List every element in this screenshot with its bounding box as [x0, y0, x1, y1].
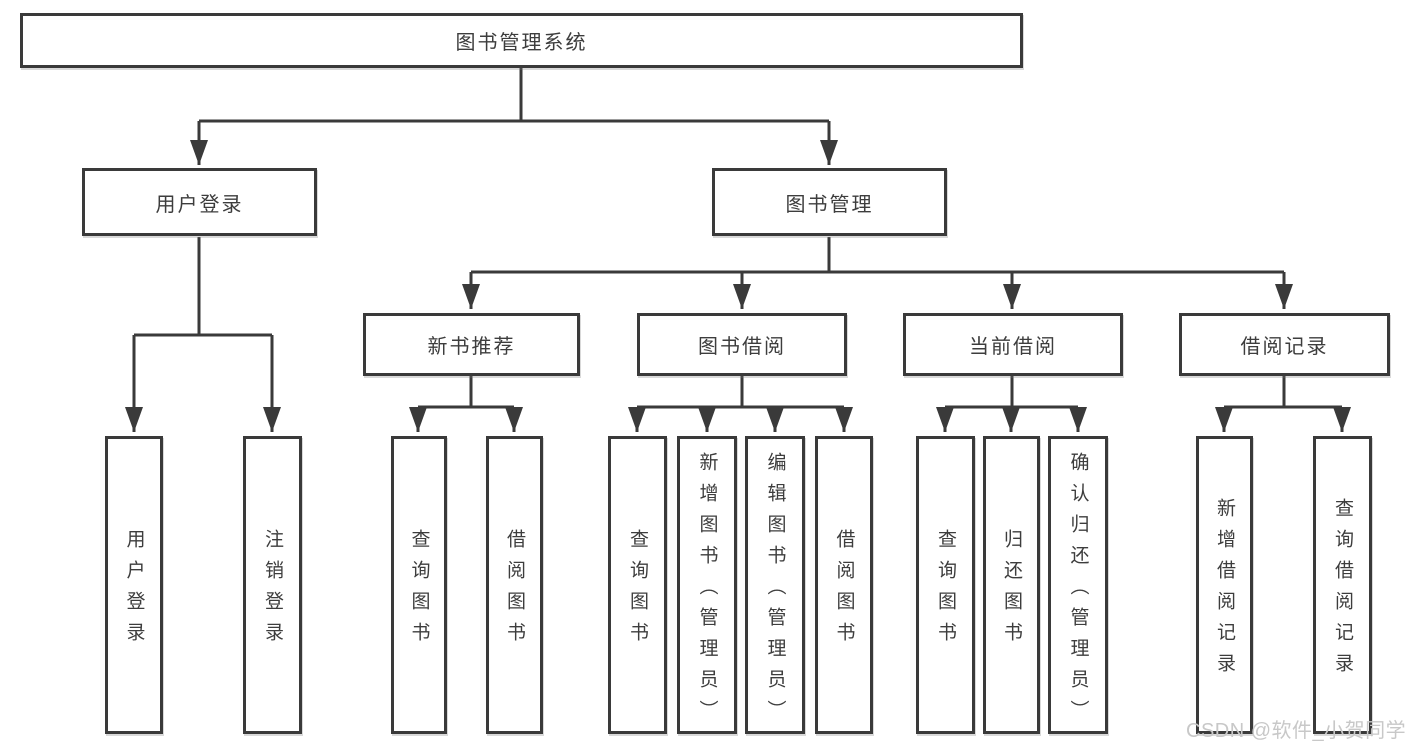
leaf-bb-edit-books: 编辑图书（管理员）	[745, 436, 805, 734]
leaf-nbr-query-books-label: 查询图书	[408, 529, 430, 653]
node-book-management-label: 图书管理	[785, 193, 874, 216]
leaf-logout: 注销登录	[243, 436, 302, 734]
leaf-user-login: 用户登录	[105, 436, 163, 734]
leaf-bb-borrow-books-label: 借阅图书	[833, 529, 855, 653]
leaf-bb-query-books-label: 查询图书	[627, 529, 648, 653]
node-borrowing-records-label: 借阅记录	[1240, 336, 1329, 358]
leaf-cb-return-books: 归还图书	[983, 436, 1040, 734]
node-user-login-label: 用户登录	[155, 193, 244, 216]
node-new-book-recommend-label: 新书推荐	[427, 336, 516, 358]
leaf-bb-edit-books-label: 编辑图书（管理员）	[764, 451, 786, 731]
leaf-nbr-borrow-books-label: 借阅图书	[504, 529, 525, 653]
node-book-management: 图书管理	[712, 168, 947, 236]
leaf-bb-add-books-label: 新增图书（管理员）	[696, 451, 718, 731]
leaf-br-query-record: 查询借阅记录	[1313, 436, 1372, 734]
leaf-cb-query-books: 查询图书	[916, 436, 975, 734]
leaf-logout-label: 注销登录	[262, 529, 283, 653]
node-book-borrowing-label: 图书借阅	[698, 336, 786, 358]
leaf-bb-query-books: 查询图书	[608, 436, 667, 734]
connector-arrows	[125, 121, 1351, 432]
leaf-br-query-record-label: 查询借阅记录	[1332, 498, 1353, 684]
leaf-cb-confirm-return-label: 确认归还（管理员）	[1067, 451, 1089, 731]
node-user-login: 用户登录	[82, 168, 317, 236]
leaf-nbr-borrow-books: 借阅图书	[486, 436, 543, 734]
node-current-borrowing-label: 当前借阅	[969, 336, 1057, 358]
node-book-borrowing: 图书借阅	[637, 313, 847, 376]
connector-lines	[134, 68, 1342, 409]
leaf-user-login-label: 用户登录	[123, 529, 145, 653]
node-current-borrowing: 当前借阅	[903, 313, 1123, 376]
node-library-management-system: 图书管理系统	[20, 13, 1023, 68]
leaf-cb-query-books-label: 查询图书	[935, 529, 956, 653]
leaf-br-add-record-label: 新增借阅记录	[1214, 498, 1235, 684]
csdn-watermark: CSDN @软件_小贺同学	[1186, 720, 1405, 742]
leaf-cb-return-books-label: 归还图书	[1001, 529, 1022, 653]
node-new-book-recommend: 新书推荐	[363, 313, 580, 376]
leaf-br-add-record: 新增借阅记录	[1196, 436, 1253, 734]
leaf-bb-borrow-books: 借阅图书	[815, 436, 873, 734]
tree-branch-lines	[134, 68, 1342, 409]
leaf-nbr-query-books: 查询图书	[391, 436, 447, 734]
node-borrowing-records: 借阅记录	[1179, 313, 1390, 376]
leaf-cb-confirm-return: 确认归还（管理员）	[1048, 436, 1108, 734]
node-library-management-system-label: 图书管理系统	[455, 32, 588, 54]
leaf-bb-add-books: 新增图书（管理员）	[677, 436, 737, 734]
